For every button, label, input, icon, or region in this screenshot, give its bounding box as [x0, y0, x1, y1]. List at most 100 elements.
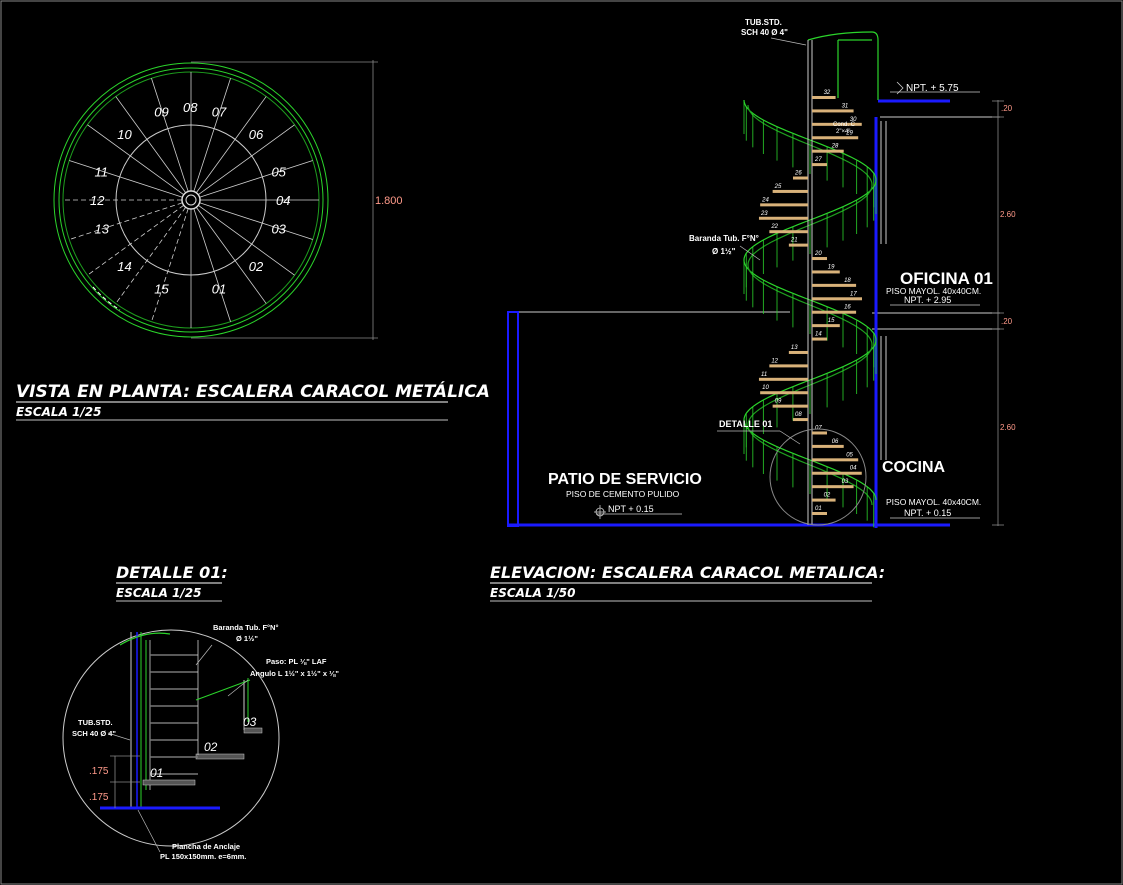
stair-tread [793, 176, 808, 180]
plan-dashed-railing [92, 286, 121, 311]
office-label: OFICINA 01 [900, 269, 993, 288]
spiral-railing [743, 31, 879, 528]
plan-dimension: 1.800 [375, 195, 403, 207]
plan-spoke [198, 204, 295, 276]
stair-tread [812, 163, 827, 167]
elevation-step-number: 04 [850, 466, 857, 472]
stair-tread [812, 444, 844, 448]
plan-step-number: 15 [154, 281, 169, 296]
elev-cond-label-1: Cond. C [833, 122, 856, 128]
elevation-title: ELEVACION: ESCALERA CARACOL METALICA: [490, 563, 885, 582]
elevation-scale: ESCALA 1/50 [490, 586, 575, 600]
elevation-step-number: 21 [790, 238, 798, 244]
elevation-step-number: 18 [844, 278, 851, 284]
stair-tread [812, 324, 840, 328]
plan-step-number: 07 [212, 105, 227, 120]
detail-step-label-01: 01 [150, 766, 163, 780]
plan-spoke [115, 96, 187, 193]
stair-tread [788, 350, 808, 354]
plan-spoke [69, 202, 183, 240]
elevation-step-number: 22 [770, 224, 778, 230]
stair-tread [812, 122, 862, 126]
elev-tube-label-2: SCH 40 Ø 4" [741, 28, 788, 37]
stair-tread [812, 471, 862, 475]
detail-tube-label-2: SCH 40 Ø 4" [72, 729, 116, 738]
kitchen-label: COCINA [882, 459, 946, 476]
dim-260-top: 2.60 [1000, 210, 1016, 219]
plan-step-number: 06 [249, 127, 264, 142]
elev-tube-label-1: TUB.STD. [745, 18, 782, 27]
dim-20-mid: .20 [1001, 317, 1013, 326]
detail-step-01 [142, 779, 196, 786]
detail-plate-label-2: PL 150x150mm. e=6mm. [160, 852, 246, 861]
elevation-step-numbers: 0102030405060708091011121314151617181920… [760, 90, 857, 512]
elevation-step-number: 12 [771, 358, 778, 364]
elevation-step-number: 14 [815, 332, 822, 338]
elevation-step-number: 25 [774, 184, 782, 190]
plan-step-number: 08 [183, 100, 198, 115]
npt-mid: NPT. + 2.95 [904, 295, 951, 305]
elevation-step-number: 31 [842, 103, 849, 109]
detail-circle [62, 629, 280, 847]
plan-spoke [195, 207, 267, 304]
elevation-step-number: 03 [842, 479, 849, 485]
detail-step-02 [195, 753, 245, 760]
plan-spoke [195, 96, 267, 193]
stair-tread [812, 149, 844, 153]
patio-label: PATIO DE SERVICIO [548, 471, 702, 488]
stair-tread [812, 270, 840, 274]
plan-spoke [87, 124, 184, 196]
stair-tread [812, 310, 857, 314]
detail-dim-1: .175 [89, 766, 109, 777]
plan-step-number: 02 [249, 259, 264, 274]
stair-tread [772, 404, 808, 408]
patio-floor: PISO DE CEMENTO PULIDO [566, 489, 680, 499]
office-floor: PISO MAYOL. 40x40CM. [886, 286, 981, 296]
dim-260-bottom: 2.60 [1000, 423, 1016, 432]
stair-tread [812, 109, 854, 113]
detail-dim-2: .175 [89, 792, 109, 803]
npt-top: NPT. + 5.75 [906, 83, 959, 94]
detail-step-label-03: 03 [243, 715, 257, 729]
plan-step-number: 10 [117, 127, 132, 142]
elevation-step-number: 29 [845, 130, 853, 136]
elevation-step-number: 16 [844, 305, 851, 311]
elevation-step-number: 02 [824, 493, 831, 499]
plan-spoke [115, 207, 187, 304]
stair-tread [793, 418, 808, 422]
plan-step-number: 09 [154, 105, 168, 120]
detail-step-03 [243, 727, 263, 734]
elevation-view: 0102030405060708091011121314151617181920… [490, 18, 1016, 602]
detail-view: DETALLE 01: ESCALA 1/25 .175 .1 [62, 563, 339, 861]
elevation-step-number: 24 [761, 197, 769, 203]
npt-bottom: NPT. + 0.15 [904, 508, 951, 518]
plan-step-lines [63, 72, 319, 328]
plan-center-column [181, 190, 201, 210]
elev-detail-ref: DETALLE 01 [719, 419, 772, 429]
elev-railing-label-2: Ø 1½" [712, 247, 736, 256]
plan-scale: ESCALA 1/25 [16, 405, 101, 419]
elev-cond-label-2: 2"×4" [836, 129, 850, 135]
plan-spoke [199, 160, 313, 198]
elevation-step-number: 10 [762, 385, 769, 391]
stair-tread [812, 458, 859, 462]
elevation-step-number: 23 [760, 211, 768, 217]
plan-step-number: 03 [271, 222, 286, 237]
stair-tread [758, 216, 808, 220]
elevation-step-number: 17 [850, 291, 857, 297]
plan-step-number: 11 [95, 164, 109, 179]
npt-patio: NPT + 0.15 [608, 504, 654, 514]
stair-tread [812, 297, 862, 301]
plan-spoke [87, 204, 184, 276]
plan-spoke [198, 124, 295, 196]
detail-scale: ESCALA 1/25 [116, 586, 201, 600]
stair-tread [812, 136, 859, 140]
plan-spoke [69, 160, 183, 198]
elevation-step-number: 06 [832, 439, 839, 445]
detail-rail-diag [195, 679, 251, 701]
elevation-step-number: 01 [815, 506, 822, 512]
plan-spoke [151, 208, 189, 322]
